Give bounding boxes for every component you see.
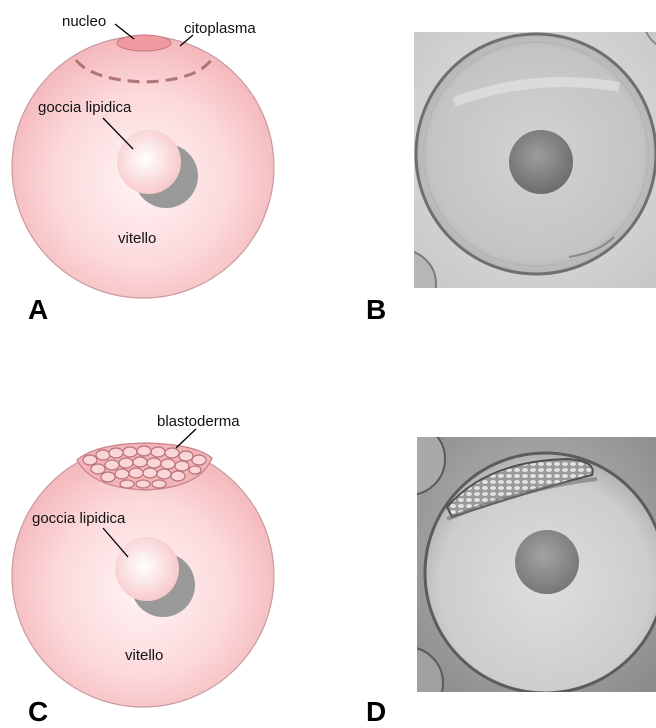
label-yolk-c: vitello <box>125 647 163 664</box>
panel-letter-c: C <box>28 696 48 728</box>
photo-d <box>417 437 656 692</box>
lipid-droplet-b <box>509 130 573 194</box>
label-cytoplasm: citoplasma <box>184 20 256 37</box>
label-nucleus: nucleo <box>62 13 106 30</box>
lipid-droplet-c <box>115 537 179 601</box>
panel-letter-a: A <box>28 294 48 326</box>
diagram-c <box>0 400 320 726</box>
label-yolk-a: vitello <box>118 230 156 247</box>
lipid-droplet-d <box>515 530 579 594</box>
nucleus-a <box>117 35 171 51</box>
label-lipid-a: goccia lipidica <box>38 99 131 116</box>
lipid-droplet-a <box>117 130 181 194</box>
panel-letter-d: D <box>366 696 386 728</box>
diagram-a <box>0 0 320 340</box>
leader-blastoderm <box>176 429 196 448</box>
label-lipid-c: goccia lipidica <box>32 510 125 527</box>
label-blastoderm: blastoderma <box>157 413 240 430</box>
photo-b <box>414 32 656 288</box>
panel-letter-b: B <box>366 294 386 326</box>
